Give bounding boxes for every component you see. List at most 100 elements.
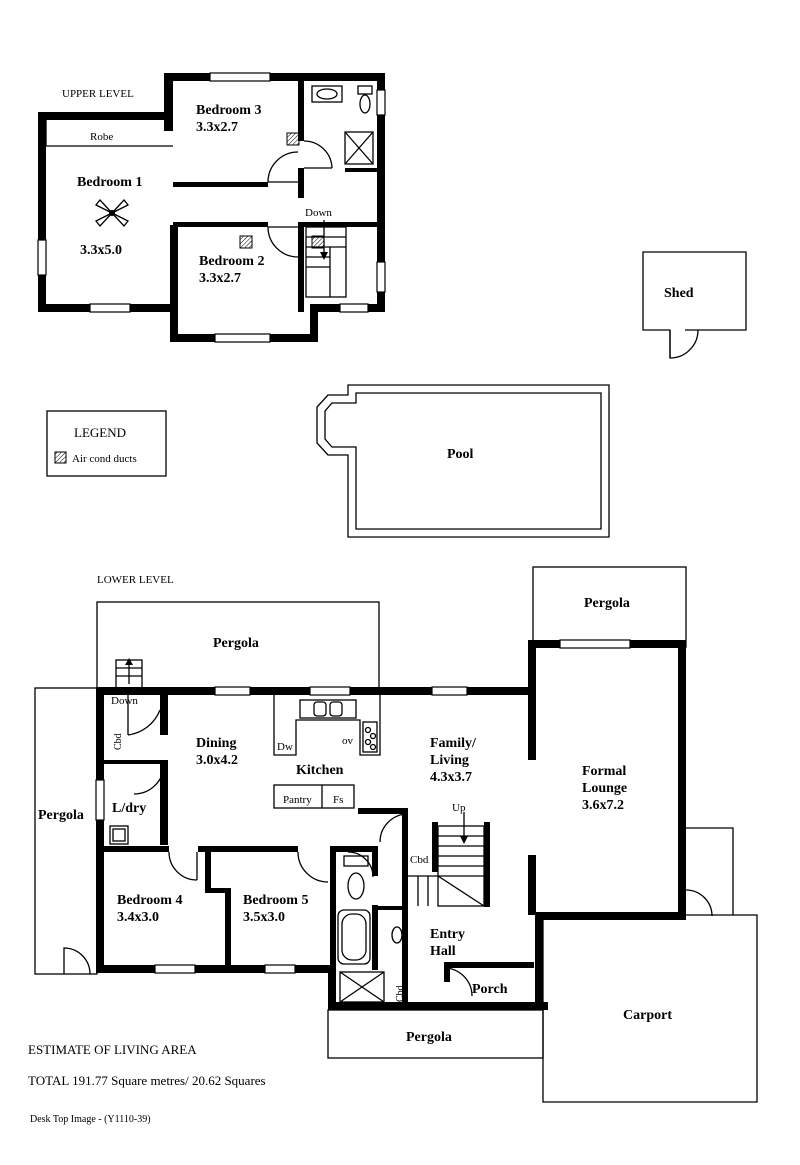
toilet-cistern bbox=[357, 85, 373, 95]
fridge-space-label: Fs bbox=[333, 794, 343, 806]
pantry-bench bbox=[273, 784, 355, 809]
bedroom4-name: Bedroom 4 bbox=[117, 893, 182, 908]
window bbox=[559, 639, 631, 649]
wall bbox=[328, 965, 336, 1010]
lower-level-title: LOWER LEVEL bbox=[97, 574, 174, 586]
window bbox=[95, 779, 105, 821]
wall bbox=[330, 846, 376, 852]
bedroom2-size: 3.3x2.7 bbox=[199, 271, 241, 286]
formal-name-1: Formal bbox=[582, 764, 626, 779]
wall bbox=[377, 73, 385, 312]
wall bbox=[310, 304, 318, 342]
legend-box bbox=[46, 410, 167, 477]
wall bbox=[484, 822, 490, 907]
door-swing bbox=[168, 851, 198, 881]
wall bbox=[160, 695, 168, 735]
wall bbox=[372, 846, 378, 876]
bedroom4-size: 3.4x3.0 bbox=[117, 910, 159, 925]
door-swing bbox=[133, 763, 165, 795]
footer: ESTIMATE OF LIVING AREA TOTAL 191.77 Squ… bbox=[28, 1042, 266, 1125]
pergola-right-label: Pergola bbox=[584, 596, 630, 611]
pergola-steps bbox=[115, 658, 143, 689]
upper-level-title: UPPER LEVEL bbox=[62, 88, 134, 100]
air-cond-duct-icon bbox=[54, 451, 67, 464]
wall bbox=[372, 905, 378, 970]
upper-level: UPPER LEVEL bbox=[37, 72, 386, 343]
pergola-top-label: Pergola bbox=[213, 636, 259, 651]
living-area-total: TOTAL 191.77 Square metres/ 20.62 Square… bbox=[28, 1073, 266, 1088]
wall bbox=[96, 687, 104, 973]
window bbox=[431, 686, 468, 696]
carport-label: Carport bbox=[623, 1008, 672, 1023]
entry-name-2: Hall bbox=[430, 944, 456, 959]
stair-down-label: Down bbox=[111, 695, 138, 707]
air-cond-duct-icon bbox=[239, 235, 253, 249]
bedroom1-size: 3.3x5.0 bbox=[80, 243, 122, 258]
bedroom5-name: Bedroom 5 bbox=[243, 893, 308, 908]
family-name-1: Family/ bbox=[430, 736, 477, 751]
pool-inner bbox=[324, 392, 602, 530]
pantry-label: Pantry bbox=[283, 794, 312, 806]
lower-level: LOWER LEVEL bbox=[34, 566, 758, 1103]
toilet bbox=[359, 94, 371, 114]
cooktop bbox=[362, 721, 378, 753]
shed: Shed bbox=[642, 251, 747, 359]
wall bbox=[96, 965, 336, 973]
stairs-lower bbox=[408, 812, 485, 907]
bedroom2-name: Bedroom 2 bbox=[199, 254, 264, 269]
dining-name: Dining bbox=[196, 736, 236, 751]
pergola-left bbox=[34, 687, 98, 975]
dw-label: Dw bbox=[277, 741, 293, 753]
kitchen-name: Kitchen bbox=[296, 763, 344, 778]
formal-name-2: Lounge bbox=[582, 781, 627, 796]
wall bbox=[170, 225, 178, 342]
wall bbox=[38, 112, 46, 312]
window bbox=[309, 686, 351, 696]
door-swing bbox=[685, 889, 713, 917]
wall bbox=[535, 912, 543, 1010]
wall bbox=[345, 168, 377, 172]
shower bbox=[339, 971, 385, 1003]
cbd-left-label: Cbd bbox=[113, 733, 124, 750]
wall bbox=[205, 888, 230, 893]
window bbox=[214, 333, 271, 343]
wall bbox=[198, 846, 298, 852]
shower-cross bbox=[344, 131, 374, 165]
cbd-bath-label: Cbd bbox=[395, 985, 406, 1002]
air-cond-duct-icon bbox=[311, 235, 325, 249]
cbd-hall-label: Cbd bbox=[410, 854, 429, 866]
wall bbox=[298, 222, 304, 312]
stairs-upper bbox=[305, 220, 347, 298]
air-cond-duct-icon bbox=[286, 132, 300, 146]
door-swing bbox=[297, 851, 329, 883]
shed-outline bbox=[642, 251, 747, 358]
wall bbox=[225, 888, 231, 968]
wall bbox=[298, 81, 304, 141]
door-swing bbox=[379, 813, 409, 843]
bedroom1-name: Bedroom 1 bbox=[77, 175, 142, 190]
basin bbox=[316, 88, 338, 100]
wall bbox=[444, 962, 534, 968]
image-credit: Desk Top Image - (Y1110-39) bbox=[30, 1114, 151, 1125]
family-name-2: Living bbox=[430, 753, 469, 768]
wall bbox=[164, 73, 385, 81]
kitchen-bench bbox=[273, 695, 381, 756]
window bbox=[89, 303, 131, 313]
wall bbox=[528, 855, 536, 915]
stair-down-label: Down bbox=[305, 207, 332, 219]
pergola-bottom-label: Pergola bbox=[406, 1030, 452, 1045]
wall bbox=[205, 852, 211, 892]
laundry-label: L/dry bbox=[112, 801, 146, 816]
shower bbox=[344, 131, 374, 165]
door-swing bbox=[267, 226, 300, 258]
bedroom3-name: Bedroom 3 bbox=[196, 103, 261, 118]
carport-side bbox=[686, 827, 734, 915]
window bbox=[376, 261, 386, 293]
door-swing bbox=[267, 151, 300, 183]
stair-up-label: Up bbox=[452, 802, 466, 814]
window bbox=[376, 89, 386, 116]
kitchen-sink bbox=[299, 699, 357, 719]
pool-outer bbox=[316, 384, 610, 538]
door-swing bbox=[347, 851, 374, 878]
window bbox=[339, 303, 369, 313]
